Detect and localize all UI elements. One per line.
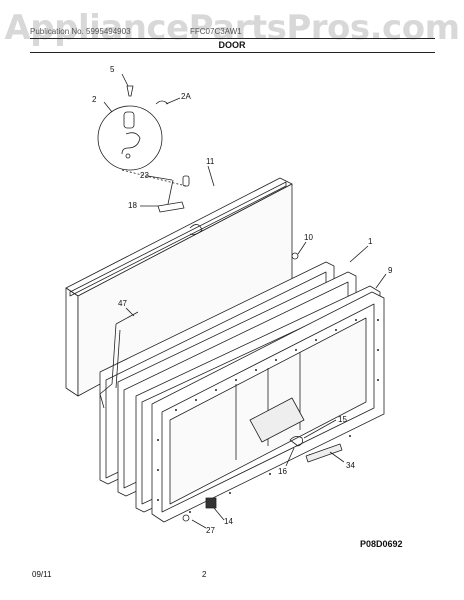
callout-11: 11 bbox=[206, 157, 215, 166]
callout-47: 47 bbox=[118, 299, 127, 308]
leader-lines bbox=[103, 73, 387, 529]
callout-2a: 2A bbox=[181, 92, 191, 101]
footer-date: 09/11 bbox=[32, 570, 52, 579]
callout-1: 1 bbox=[368, 237, 373, 246]
hinge-assembly bbox=[121, 169, 203, 235]
callout-23: 23 bbox=[140, 171, 149, 180]
hinge-detail-circle bbox=[97, 85, 169, 171]
callout-9: 9 bbox=[388, 266, 393, 275]
callout-27: 27 bbox=[206, 526, 215, 535]
rivet-dots bbox=[157, 319, 379, 513]
section-title: DOOR bbox=[218, 40, 246, 50]
inner-door-liner bbox=[151, 291, 385, 523]
lock-screw bbox=[182, 497, 217, 522]
door-panel bbox=[65, 177, 293, 397]
handle-rod bbox=[99, 311, 139, 409]
model-number: FFC07C3AW1 bbox=[190, 27, 242, 36]
drawing-id: P08D0692 bbox=[360, 539, 403, 549]
publication-number: Publication No. 5995494903 bbox=[30, 27, 131, 36]
plug bbox=[291, 252, 299, 260]
callout-2: 2 bbox=[92, 95, 97, 104]
footer-page-number: 2 bbox=[202, 570, 207, 579]
header-rule-top bbox=[30, 38, 435, 39]
callout-10: 10 bbox=[304, 233, 313, 242]
watermark-text: AppliancePartsPros.com bbox=[4, 8, 460, 48]
callout-16: 16 bbox=[278, 467, 287, 476]
callout-18: 18 bbox=[128, 201, 137, 210]
callout-5: 5 bbox=[110, 65, 115, 74]
callout-34: 34 bbox=[346, 461, 355, 470]
callout-14: 14 bbox=[224, 517, 233, 526]
header-rule-bottom bbox=[30, 52, 435, 53]
latch-handle bbox=[289, 436, 343, 463]
callout-15: 15 bbox=[338, 415, 347, 424]
